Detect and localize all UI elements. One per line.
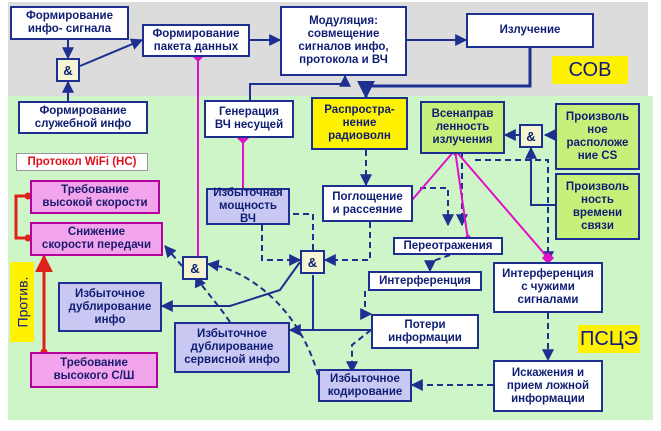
link-omni-to-foreign-m bbox=[454, 149, 554, 264]
red-dot-speed bbox=[24, 192, 32, 200]
bracket-speed-conflict bbox=[14, 194, 30, 240]
link-omni-to-absorption bbox=[411, 144, 461, 201]
formation-data-packet-box: Формирование пакета данных bbox=[142, 24, 250, 57]
and-gate-mid: & bbox=[300, 250, 325, 274]
link-radiation-to-propagation bbox=[357, 48, 532, 99]
link-time-to-and-right bbox=[525, 146, 555, 206]
link-coding-to-and-left bbox=[206, 259, 319, 376]
link-generation-to-modulation bbox=[249, 74, 351, 100]
radio-propagation-box: Распростра- нение радиоволн bbox=[311, 97, 408, 150]
link-and-mid-to-info-dup bbox=[160, 261, 301, 312]
and-gate-right: & bbox=[519, 124, 543, 148]
link-loss-to-coding bbox=[346, 329, 372, 374]
reflections-box: Переотражения bbox=[393, 237, 503, 255]
link-and-left-to-reduced-speed bbox=[164, 245, 183, 267]
pscez-zone-label: ПСЦЭ bbox=[578, 325, 640, 353]
link-absorption-to-and-mid bbox=[323, 222, 371, 266]
link-absorption-to-reflections bbox=[420, 187, 454, 227]
excess-coding-box: Избыточное кодирование bbox=[318, 369, 412, 402]
high-snr-requirement-box: Требование высокого С/Ш bbox=[30, 352, 158, 388]
absorption-scattering-box: Поглощение и рассеяние bbox=[322, 185, 413, 222]
formation-info-signal-box: Формирование инфо- сигнала bbox=[10, 6, 129, 40]
excess-info-duplication-box: Избыточное дублирование инфо bbox=[58, 282, 162, 332]
reduced-transfer-speed-box: Снижение скорости передачи bbox=[30, 222, 163, 256]
arbitrary-location-cs-box: Произволь ное расположе ние CS bbox=[555, 103, 640, 170]
protiv-label-text: Против. bbox=[14, 276, 31, 328]
interference-box: Интерференция bbox=[368, 271, 482, 291]
link-and-to-packet bbox=[79, 38, 144, 67]
distortion-false-reception-box: Искажения и прием ложной информации bbox=[493, 360, 603, 412]
rf-carrier-generation-box: Генерация ВЧ несущей bbox=[204, 100, 294, 138]
link-excess-power-to-and-mid bbox=[261, 225, 302, 266]
info-loss-box: Потери информации bbox=[371, 314, 479, 349]
link-interference-to-loss bbox=[360, 291, 373, 320]
formation-service-info-box: Формирование служебной инфо bbox=[18, 101, 148, 134]
excess-rf-power-box: Избыточная мощность ВЧ bbox=[206, 187, 290, 225]
link-and-mid-to-excess-power bbox=[290, 213, 314, 250]
arbitrary-comm-time-box: Произволь ность времени связи bbox=[555, 173, 640, 240]
link-and-mid-to-duplication bbox=[288, 275, 314, 336]
excess-service-duplication-box: Избыточное дублирование сервисной инфо bbox=[174, 322, 290, 373]
and-gate-top: & bbox=[56, 58, 80, 82]
link-service-dup-to-and-left bbox=[194, 274, 231, 323]
red-dot-reduced bbox=[24, 234, 32, 242]
link-reflections-to-interference bbox=[424, 254, 451, 273]
high-speed-requirement-box: Требование высокой скорости bbox=[30, 180, 160, 214]
protiv-label: Против. bbox=[10, 262, 34, 342]
and-gate-mid-left: & bbox=[182, 256, 208, 280]
omnidirectional-radiation-box: Всенаправ ленность излучения bbox=[420, 101, 505, 154]
modulation-box: Модуляция: совмещение сигналов инфо, про… bbox=[280, 6, 407, 76]
wifi-protocol-label: Протокол WiFi (НС) bbox=[16, 153, 148, 171]
radiation-box: Излучение bbox=[466, 13, 594, 48]
link-omni-to-reflections-m bbox=[454, 149, 474, 246]
sov-zone-label: СОВ bbox=[552, 56, 628, 84]
link-omni-to-interference-foreign bbox=[475, 159, 554, 264]
interference-foreign-box: Интерференция с чужими сигналами bbox=[493, 262, 603, 313]
